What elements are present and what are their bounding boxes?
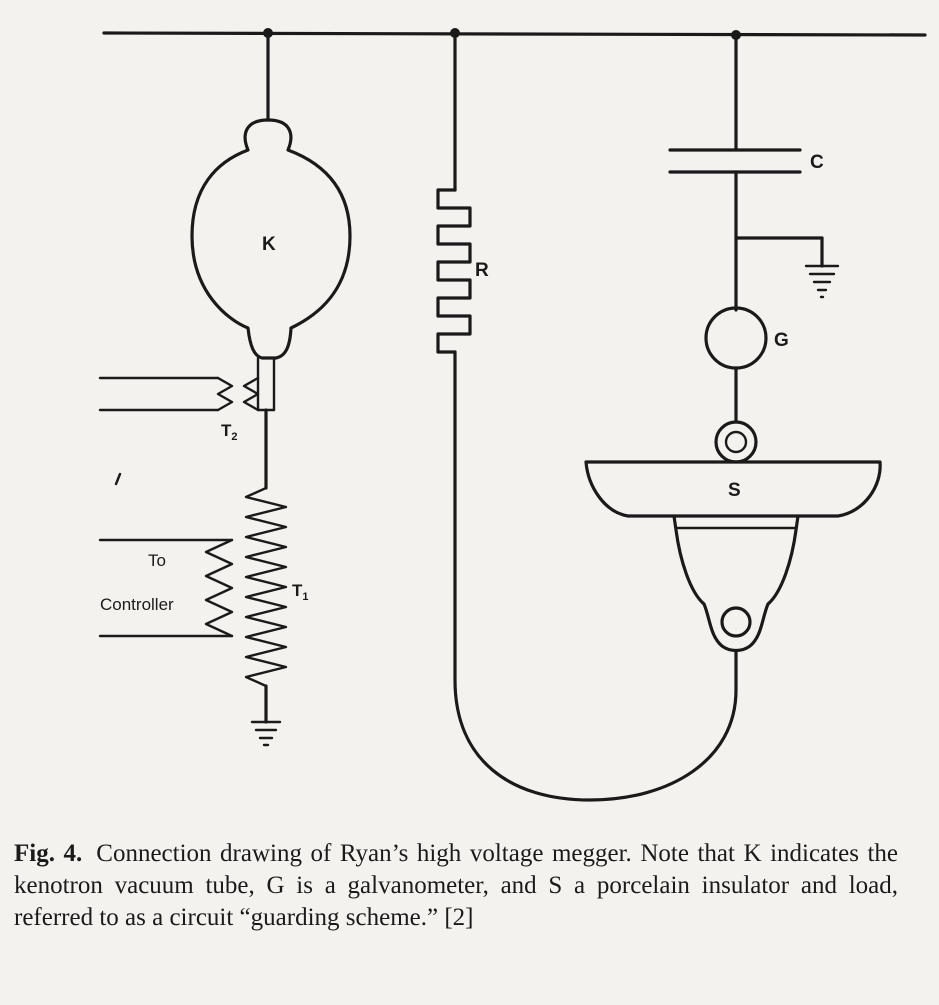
ground-symbol-left xyxy=(250,720,282,747)
insulator-disc xyxy=(584,460,882,518)
kenotron-tube-symbol xyxy=(190,118,352,360)
t1-label: T1 xyxy=(292,581,309,603)
figure-number: Fig. 4. xyxy=(14,840,83,867)
galvanometer-symbol xyxy=(704,306,768,370)
controller-to-label: To xyxy=(148,551,166,570)
resistor-symbol xyxy=(436,188,472,354)
caption-text: Connection drawing of Ryan’s high voltag… xyxy=(14,840,899,931)
circuit-diagram: K T2 To Controller T1 R C G xyxy=(98,28,927,802)
t1-coil-secondary xyxy=(244,486,288,688)
galvanometer-label: G xyxy=(774,330,789,351)
insulator-body xyxy=(672,514,800,653)
resistor-label: R xyxy=(475,260,489,281)
ground-symbol-right xyxy=(804,264,840,299)
kenotron-label: K xyxy=(262,234,276,255)
controller-label: Controller xyxy=(100,595,174,614)
t2-coil-secondary xyxy=(242,376,260,412)
return-loop-wire xyxy=(453,350,738,802)
insulator-top-ring-inner xyxy=(724,430,748,454)
insulator-top-ring-outer xyxy=(714,420,758,464)
top-bus-wire xyxy=(102,31,927,37)
insulator-label: S xyxy=(728,480,741,501)
t2-label: T2 xyxy=(221,421,238,443)
figure-caption: Fig. 4.Connection drawing of Ryan’s high… xyxy=(14,838,898,934)
capacitor-label: C xyxy=(810,152,824,173)
stray-mark xyxy=(114,472,122,486)
t2-coil-primary xyxy=(216,376,234,412)
insulator-bottom-ring xyxy=(720,606,752,638)
t1-coil-primary xyxy=(204,538,234,638)
